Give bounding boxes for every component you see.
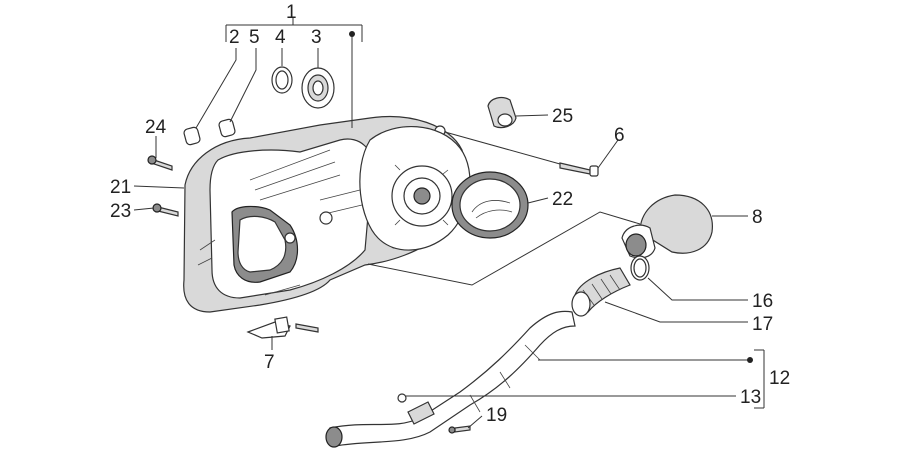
hose-clamp-part <box>630 255 650 281</box>
callout-25: 25 <box>552 106 573 127</box>
callout-3: 3 <box>311 27 322 48</box>
callout-12: 12 <box>769 368 790 389</box>
dowel-pins <box>183 118 236 146</box>
callout-21: 21 <box>110 177 131 198</box>
callout-8: 8 <box>752 207 763 228</box>
callout-5: 5 <box>249 27 260 48</box>
callout-24: 24 <box>145 117 167 138</box>
callout-17: 17 <box>752 314 773 335</box>
callout-4: 4 <box>275 27 286 48</box>
air-duct-part <box>621 194 713 259</box>
callout-1: 1 <box>286 2 297 23</box>
intake-tube-part <box>325 310 576 448</box>
callout-7: 7 <box>264 352 275 373</box>
callout-22: 22 <box>552 189 573 210</box>
screw-19-part <box>448 425 471 434</box>
callout-23: 23 <box>110 201 131 222</box>
pulley-cover <box>359 125 471 251</box>
callout-19: 19 <box>486 405 507 426</box>
screws <box>147 155 599 217</box>
callout-6: 6 <box>614 125 625 146</box>
bearing-part <box>301 67 335 109</box>
leader-lines <box>133 18 765 429</box>
callout-2: 2 <box>229 27 240 48</box>
logo-cover <box>451 171 529 239</box>
callout-16: 16 <box>752 291 773 312</box>
corrugated-hose-part <box>571 267 631 317</box>
clip-part <box>397 393 435 425</box>
bush-part <box>487 96 517 129</box>
seal-ring-part <box>271 66 293 94</box>
callout-13: 13 <box>740 387 761 408</box>
bracket-part <box>246 316 319 339</box>
callout-labels: 1 2 3 4 5 6 7 8 12 13 16 17 19 21 22 23 … <box>110 2 790 426</box>
